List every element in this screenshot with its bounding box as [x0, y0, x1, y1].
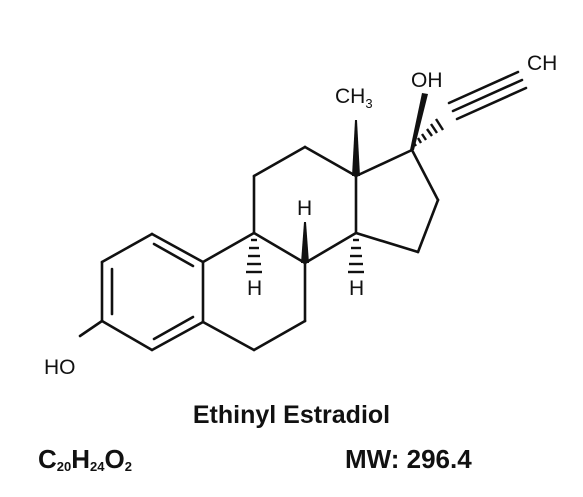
hydroxyl-3-label: HO: [44, 356, 76, 379]
formula-count: 24: [90, 459, 105, 474]
formula-element: C: [38, 444, 57, 474]
ring-d: [354, 148, 440, 254]
h-9-hashed-bond: [246, 238, 262, 274]
alkyne-h-label: CH: [527, 52, 557, 75]
formula-element: H: [71, 444, 91, 474]
h-9-label: H: [247, 277, 262, 300]
methyl-label: CH3: [335, 85, 373, 111]
ring-c: [252, 145, 358, 265]
molecular-weight: MW: 296.4: [345, 444, 472, 474]
methyl-wedge-bond: [352, 120, 360, 176]
alkyne-triple-bond: [447, 70, 528, 121]
ring-b: [201, 231, 307, 352]
h-8-label: H: [297, 197, 312, 220]
h-14-hashed-bond: [348, 238, 364, 274]
h-8-wedge-bond: [301, 222, 309, 263]
hydroxyl-17-wedge-bond: [410, 93, 428, 150]
formula-count: 2: [124, 459, 132, 474]
compound-name: Ethinyl Estradiol: [192, 401, 391, 429]
hydroxyl-3-bond: [78, 319, 104, 338]
molecular-formula: C20H24O2: [38, 444, 132, 475]
formula-count: 20: [56, 459, 72, 474]
h-14-label: H: [349, 277, 364, 300]
alkyne-hashed-bond: [413, 118, 445, 147]
ring-a-aromatic: [100, 232, 205, 352]
formula-element: O: [104, 444, 125, 474]
hydroxyl-17-label: OH: [411, 69, 443, 92]
